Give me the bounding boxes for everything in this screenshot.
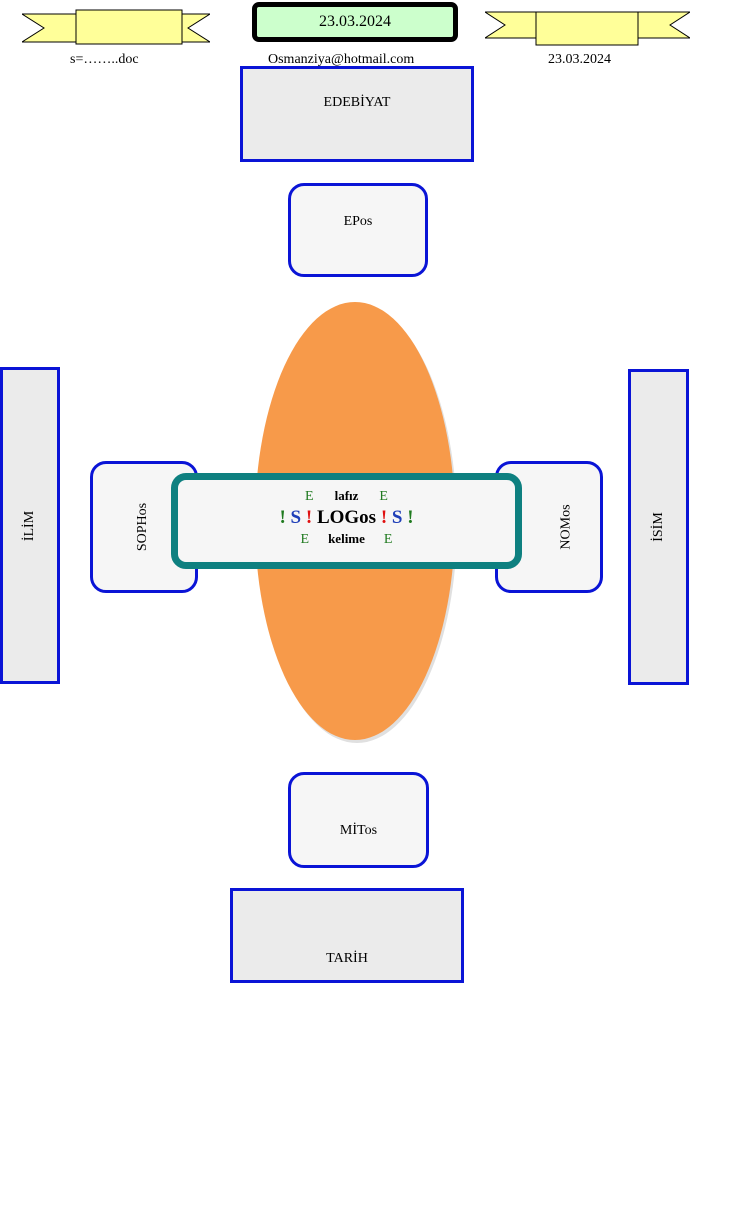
- row-bottom-letter-left: E: [300, 532, 310, 547]
- header-email: Osmanziya@hotmail.com: [268, 52, 415, 67]
- mark-1: !: [279, 507, 286, 528]
- ilim-label: İLİM: [21, 510, 37, 541]
- nomos-label: NOMos: [558, 504, 574, 550]
- tarih-box: TARİH: [230, 888, 464, 983]
- logos-center-box: E lafız E ! S ! LOGos ! S ! E kelime E: [171, 473, 522, 569]
- epos-label: EPos: [343, 214, 373, 229]
- header-date-label: 23.03.2024: [319, 13, 391, 30]
- left-ribbon-banner: [22, 8, 210, 48]
- s-left: S: [290, 507, 302, 528]
- right-ribbon-banner: [485, 8, 690, 48]
- kelime-label: kelime: [328, 531, 365, 546]
- logos-label: LOGos: [316, 507, 377, 528]
- edebiyat-label: EDEBİYAT: [323, 95, 391, 110]
- tarih-label: TARİH: [326, 951, 368, 966]
- row-top-letter-left: E: [305, 489, 314, 504]
- row-top-letter-right: E: [379, 489, 388, 504]
- header-date-right: 23.03.2024: [548, 52, 611, 67]
- header-filename: s=……..doc: [70, 52, 139, 67]
- row-bottom-letter-right: E: [383, 532, 393, 547]
- mark-3: !: [380, 507, 388, 528]
- mitos-label: MİTos: [339, 823, 378, 838]
- isim-label: İSİM: [650, 512, 666, 542]
- mitos-box: MİTos: [288, 772, 429, 868]
- mark-2: !: [305, 507, 313, 528]
- logos-row-bottom: E kelime E: [178, 531, 515, 548]
- logos-row-middle: ! S ! LOGos ! S !: [178, 507, 515, 529]
- epos-box: EPos: [288, 183, 428, 277]
- sophos-label: SOPHos: [135, 502, 151, 552]
- s-right: S: [391, 507, 403, 528]
- ilim-box: İLİM: [0, 367, 60, 684]
- lafiz-label: lafız: [334, 488, 359, 503]
- header-date-box: 23.03.2024: [252, 2, 458, 42]
- mark-4: !: [407, 507, 414, 528]
- edebiyat-box: EDEBİYAT: [240, 66, 474, 162]
- isim-box: İSİM: [628, 369, 689, 685]
- logos-row-top: E lafız E: [178, 488, 515, 505]
